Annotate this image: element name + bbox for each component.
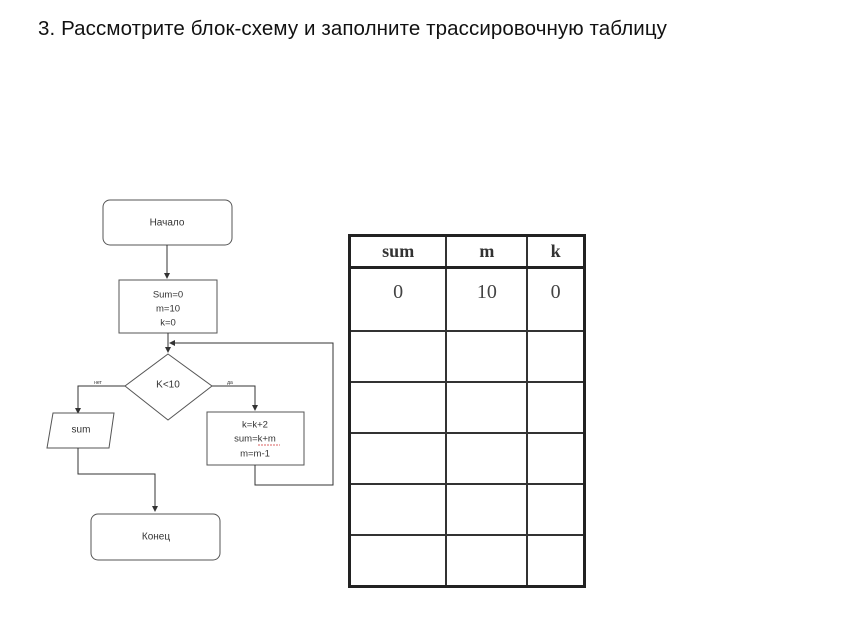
table-cell[interactable]	[526, 330, 586, 383]
end-label: Конец	[142, 532, 170, 543]
column-header-m: m	[445, 234, 529, 269]
table-cell[interactable]	[445, 381, 529, 434]
output-label: sum	[72, 425, 91, 436]
connector-no-branch	[75, 385, 125, 414]
end-terminal	[90, 513, 221, 561]
table-row	[348, 381, 586, 434]
trace-table-header-row: sum m k	[348, 234, 586, 269]
init-line-3: k=0	[160, 318, 176, 329]
table-cell[interactable]	[348, 330, 448, 383]
table-row: 0 10 0	[348, 266, 586, 332]
connector-output-end	[77, 448, 158, 512]
table-row	[348, 534, 586, 588]
start-label: Начало	[150, 218, 185, 229]
connector-loop-back	[169, 340, 334, 486]
table-row	[348, 330, 586, 383]
condition-diamond	[124, 353, 213, 421]
body-line-2: sum=k+m	[234, 434, 276, 445]
table-cell[interactable]	[526, 432, 586, 485]
table-cell[interactable]	[348, 534, 448, 588]
table-cell[interactable]	[445, 432, 529, 485]
connector-yes-branch	[212, 385, 258, 411]
table-cell[interactable]	[445, 330, 529, 383]
condition-label: K<10	[156, 380, 180, 391]
no-label: нет	[94, 380, 102, 386]
table-cell[interactable]	[526, 381, 586, 434]
table-cell[interactable]	[348, 381, 448, 434]
column-header-sum: sum	[348, 234, 448, 269]
init-line-1: Sum=0	[153, 290, 183, 301]
table-cell[interactable]: 0	[526, 266, 586, 332]
table-cell[interactable]	[526, 483, 586, 536]
body-line-1: k=k+2	[242, 420, 268, 431]
table-cell[interactable]	[526, 534, 586, 588]
init-line-2: m=10	[156, 304, 180, 315]
table-cell[interactable]	[348, 483, 448, 536]
table-row	[348, 483, 586, 536]
table-cell[interactable]	[445, 483, 529, 536]
output-parallelogram	[46, 412, 115, 449]
table-cell[interactable]	[445, 534, 529, 588]
trace-table: sum m k 0 10 0	[348, 234, 586, 588]
table-cell[interactable]: 10	[445, 266, 529, 332]
table-cell[interactable]	[348, 432, 448, 485]
body-line-3: m=m-1	[240, 449, 270, 460]
table-row	[348, 432, 586, 485]
task-title: 3. Рассмотрите блок-схему и заполните тр…	[38, 17, 668, 40]
column-header-k: k	[526, 234, 586, 269]
table-cell[interactable]: 0	[348, 266, 448, 332]
yes-label: да	[227, 380, 233, 386]
